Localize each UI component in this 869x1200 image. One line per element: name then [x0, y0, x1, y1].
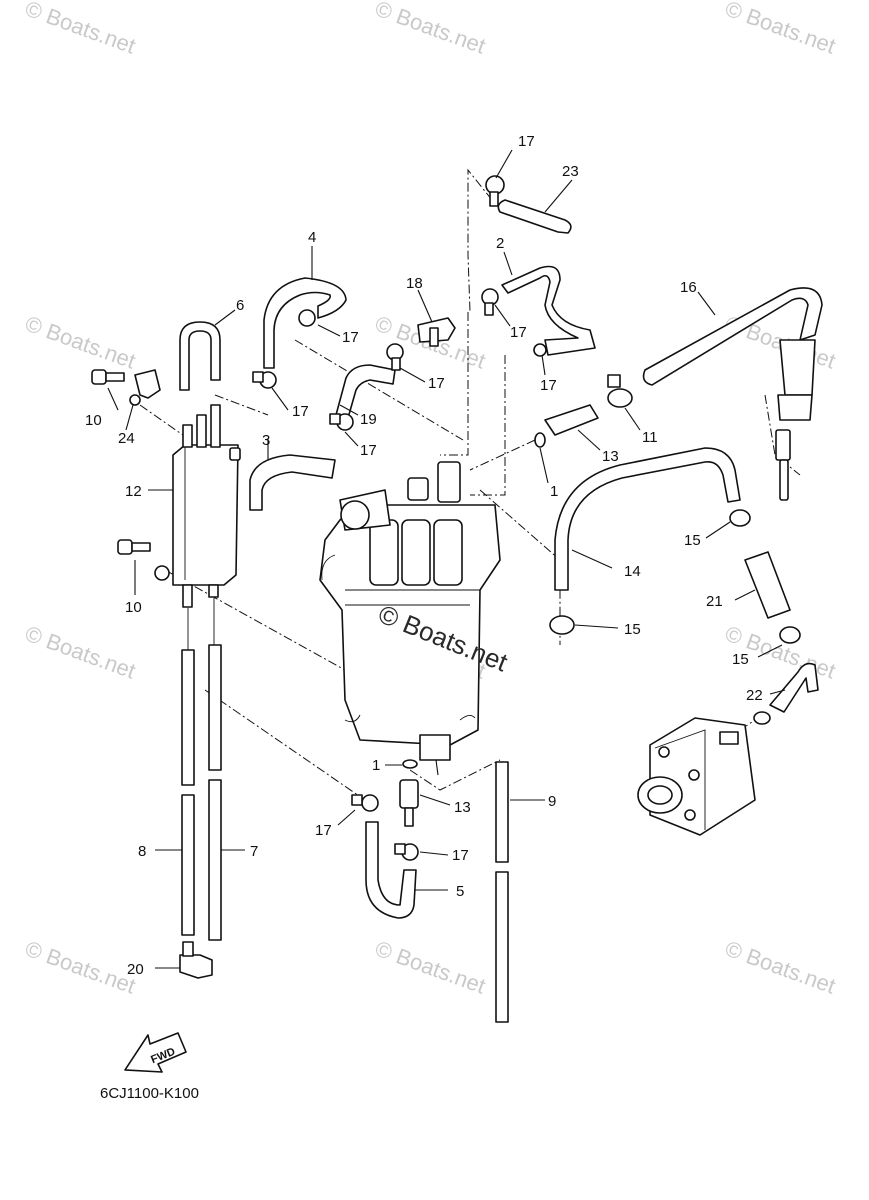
- callout-17: 17: [452, 847, 469, 864]
- callout-17: 17: [428, 375, 445, 392]
- fwd-arrow: FWD: [124, 1032, 187, 1073]
- callout-1: 1: [550, 483, 558, 500]
- hose-2: [501, 265, 596, 356]
- callout-17: 17: [315, 822, 332, 839]
- fuel-filter-block: [172, 404, 241, 608]
- callout-14: 14: [624, 563, 641, 580]
- callout-10: 10: [125, 599, 142, 616]
- callout-17: 17: [518, 133, 535, 150]
- callout-18: 18: [406, 275, 423, 292]
- watermark-text: © Boats.net: [22, 936, 139, 999]
- hose-9b: [495, 871, 509, 1023]
- hose-21: [769, 662, 819, 713]
- vapor-separator-assembly: [319, 461, 501, 776]
- callout-10: 10: [85, 412, 102, 429]
- callout-20: 21: [706, 593, 723, 610]
- diagram-code: 6CJ1100-K100: [100, 1085, 199, 1102]
- watermark-text: © Boats.net: [22, 0, 139, 59]
- hose-19: [335, 364, 396, 419]
- callout-12: 12: [125, 483, 142, 500]
- callout-16: 16: [680, 279, 697, 296]
- watermark-text: © Boats.net: [22, 311, 139, 374]
- small-parts: [91, 175, 801, 979]
- callout-labels: 17 23 2 4 6 16 18 17 17 17 17 17 19 17 1…: [85, 133, 763, 978]
- callout-leaders: [107, 149, 786, 969]
- callout-11: 11: [642, 429, 658, 446]
- callout-15: 15: [684, 532, 701, 549]
- hose-4: [263, 277, 347, 369]
- callout-5: 5: [456, 883, 464, 900]
- hose-6: [179, 321, 221, 391]
- hose-7a: [208, 644, 222, 771]
- hose-5: [365, 821, 417, 919]
- callout-7: 7: [250, 843, 258, 860]
- watermark-text: © Boats.net: [372, 936, 489, 999]
- callout-9: 9: [548, 793, 556, 810]
- callout-13: 13: [454, 799, 471, 816]
- watermark-text: © Boats.net: [22, 621, 139, 684]
- callout-15: 15: [732, 651, 749, 668]
- hose-7b: [208, 779, 222, 941]
- hose-14: [554, 447, 741, 591]
- watermark-text: © Boats.net: [722, 936, 839, 999]
- callout-17: 17: [360, 442, 377, 459]
- hose-8a: [181, 649, 195, 786]
- watermark-text: © Boats.net: [372, 0, 489, 59]
- fuel-pump: [637, 711, 771, 836]
- callout-23: 23: [562, 163, 579, 180]
- callout-13: 13: [602, 448, 619, 465]
- hose-16-connector: [779, 339, 816, 396]
- callout-22: 20: [127, 961, 144, 978]
- watermark-text: © Boats.net: [722, 0, 839, 59]
- callout-8: 8: [138, 843, 146, 860]
- callout-4: 4: [308, 229, 316, 246]
- callout-17: 17: [540, 377, 557, 394]
- hose-8b: [181, 794, 195, 936]
- hose-16: [642, 287, 823, 386]
- callout-6: 6: [236, 297, 244, 314]
- callout-24: 24: [118, 430, 135, 447]
- callout-19: 19: [360, 411, 377, 428]
- callout-17: 17: [342, 329, 359, 346]
- hose-3: [249, 454, 336, 511]
- inline-filter-20: [744, 551, 791, 619]
- hose-23: [497, 199, 572, 234]
- callout-2: 2: [496, 235, 504, 252]
- callout-17: 17: [510, 324, 527, 341]
- callout-3: 3: [262, 432, 270, 449]
- callout-17: 17: [292, 403, 309, 420]
- hose-9a: [495, 761, 509, 863]
- callout-1: 1: [372, 757, 380, 774]
- callout-15: 15: [624, 621, 641, 638]
- callout-21: 22: [746, 687, 763, 704]
